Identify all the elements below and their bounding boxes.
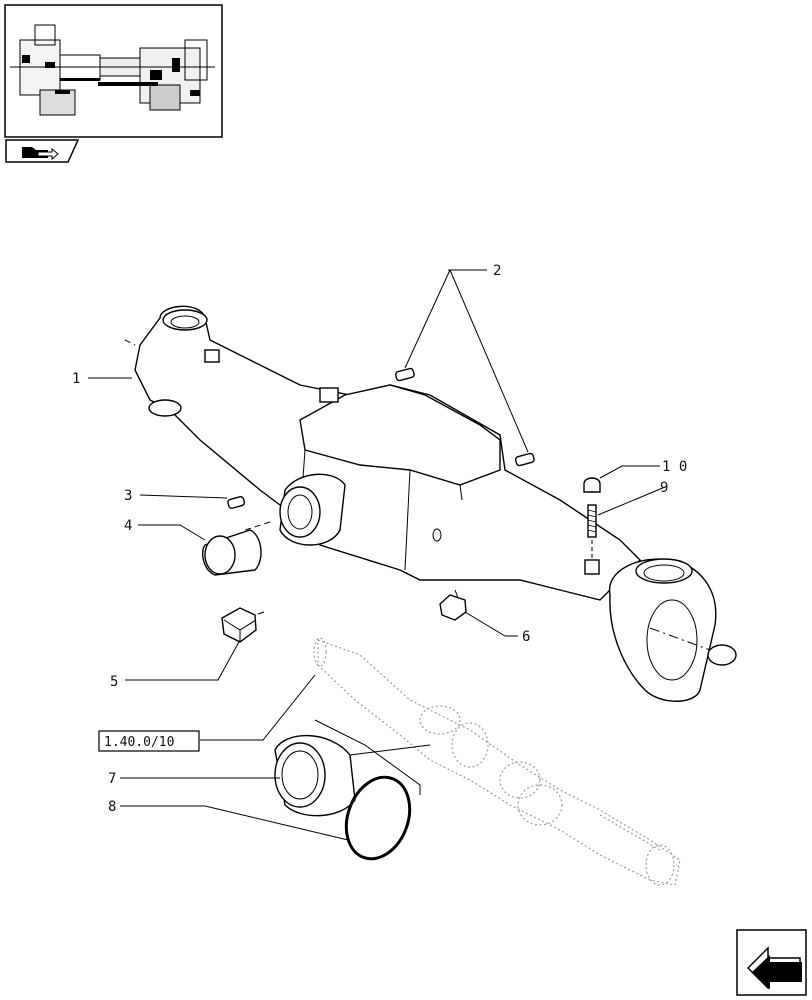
o-ring-8 xyxy=(344,775,412,861)
bushing-4 xyxy=(202,529,262,576)
stud-9 xyxy=(587,504,597,560)
callout-7: 7 xyxy=(108,771,116,787)
callout-9: 9 xyxy=(660,480,668,496)
previous-page-arrow-icon[interactable] xyxy=(736,929,807,996)
reference-box[interactable]: 1.40.0/10 xyxy=(98,730,200,752)
callout-8: 8 xyxy=(108,799,116,815)
seal-7 xyxy=(274,734,356,817)
cap-10 xyxy=(583,477,601,493)
callouts: 1 2 3 4 5 6 7 8 9 1 0 xyxy=(72,263,687,815)
reference-label: 1.40.0/10 xyxy=(104,735,174,750)
plug-6 xyxy=(439,589,467,621)
callout-1: 1 xyxy=(72,371,80,387)
callout-4: 4 xyxy=(124,518,132,534)
callout-5: 5 xyxy=(110,674,118,690)
axle-housing xyxy=(124,305,737,702)
drive-shaft-outline xyxy=(313,637,681,886)
thumbnail-axle-assembly[interactable] xyxy=(4,4,223,138)
dowel-pin-lower xyxy=(514,452,535,467)
callout-3: 3 xyxy=(124,488,132,504)
leader-lines xyxy=(88,269,666,841)
pin-3 xyxy=(227,496,246,509)
callout-10: 1 0 xyxy=(662,459,687,475)
dowel-pin-upper xyxy=(394,367,415,382)
callout-6: 6 xyxy=(522,629,530,645)
folder-arrow-icon[interactable] xyxy=(5,139,80,163)
plug-5 xyxy=(221,607,265,643)
callout-2: 2 xyxy=(493,263,501,279)
